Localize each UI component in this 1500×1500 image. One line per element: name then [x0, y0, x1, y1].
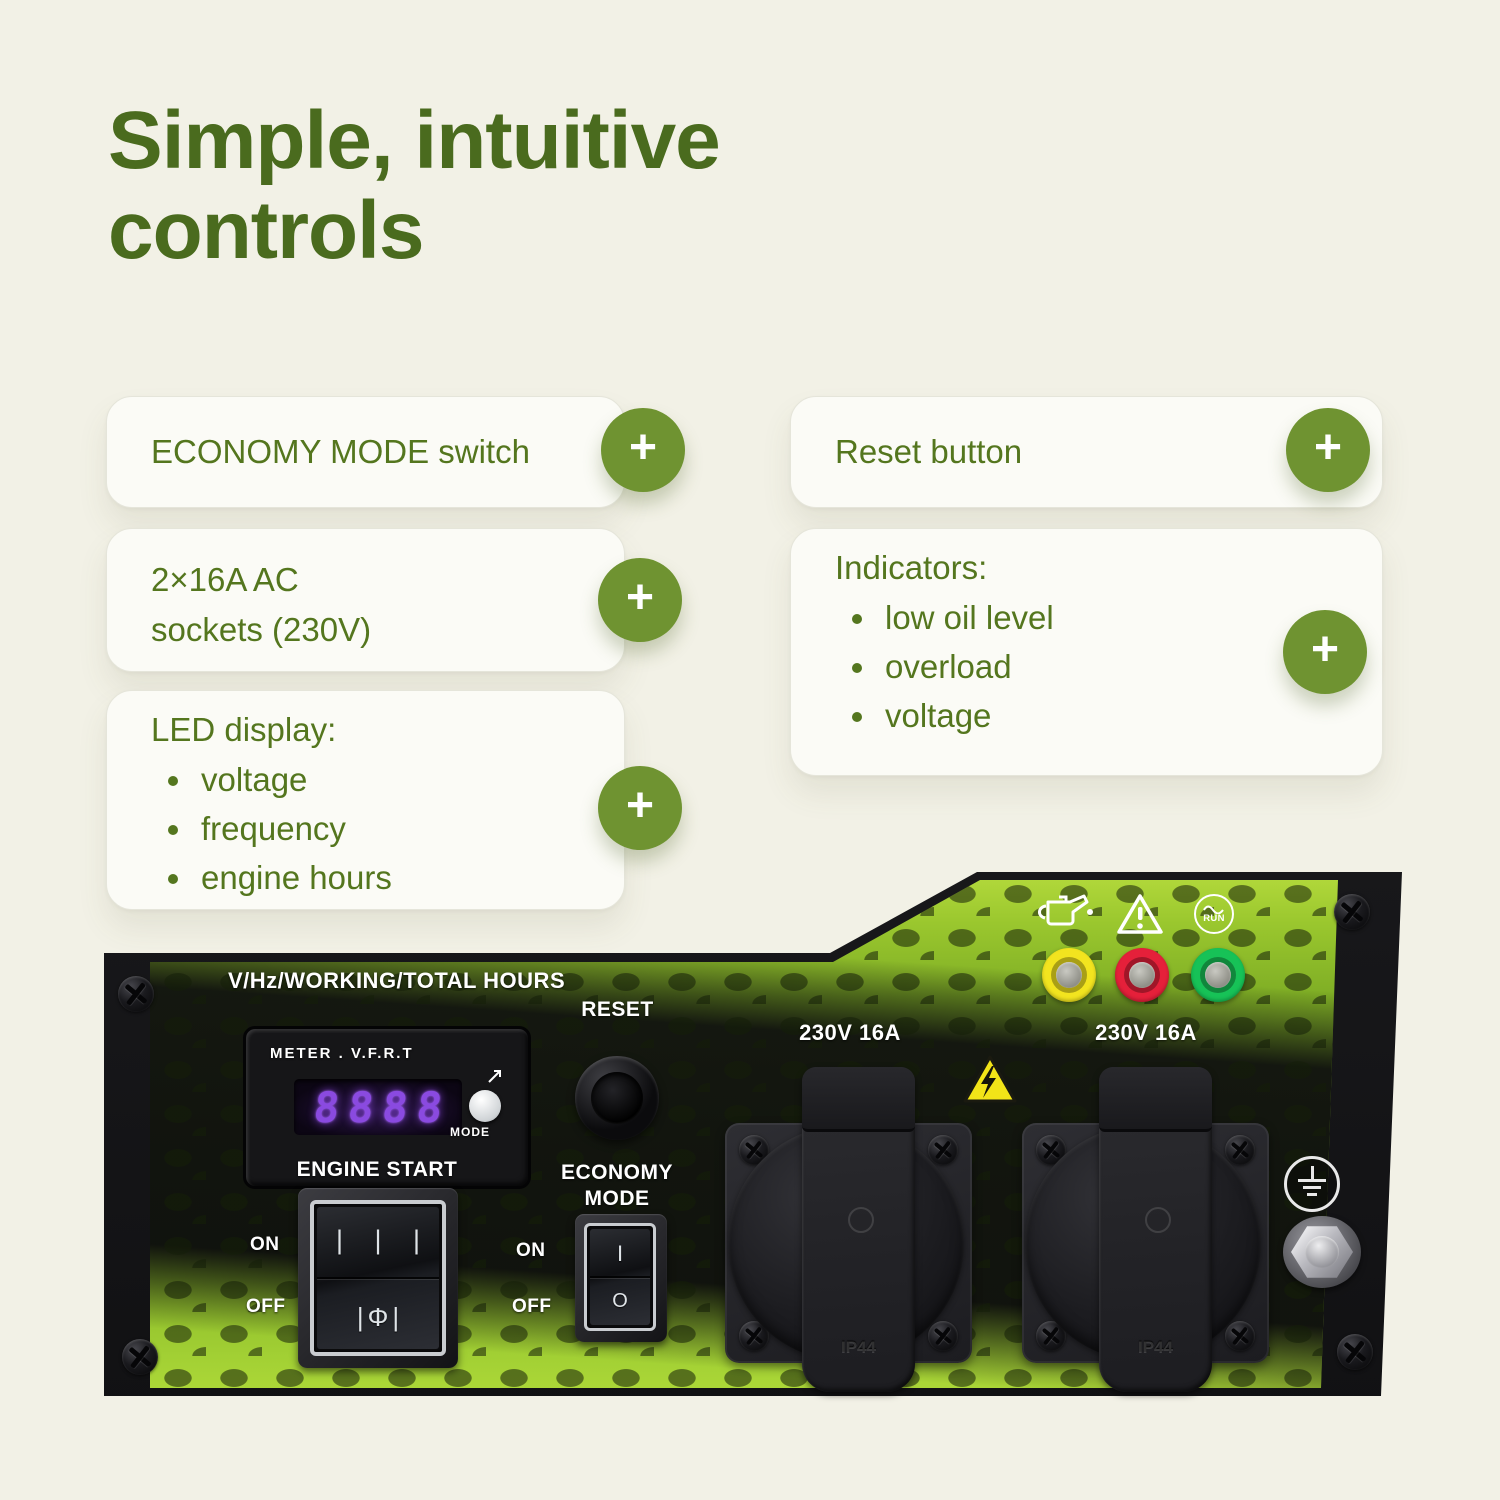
- socket-lid: IP44: [1099, 1067, 1212, 1392]
- reset-pushbutton: [575, 1056, 659, 1140]
- mode-button: [469, 1090, 501, 1122]
- socket-lid-marking: IP44: [1138, 1338, 1173, 1357]
- screw-icon: [1334, 894, 1370, 930]
- indicators-list: low oil level overload voltage: [855, 593, 1382, 740]
- card-led-display[interactable]: LED display: voltage frequency engine ho…: [106, 690, 625, 910]
- ac-socket-right: IP44: [1022, 1067, 1269, 1392]
- card-economy-mode-switch[interactable]: ECONOMY MODE switch: [106, 396, 625, 508]
- engine-start-label: ENGINE START: [296, 1158, 458, 1181]
- ground-icon: [1284, 1156, 1340, 1212]
- card-reset-button-label: Reset button: [835, 433, 1023, 470]
- engine-start-switch: | | | |Φ|: [298, 1188, 458, 1368]
- screw-icon: [1225, 1321, 1255, 1351]
- expand-indicators-button[interactable]: +: [1283, 610, 1367, 694]
- ground-terminal-bolt: [1283, 1216, 1361, 1288]
- screw-icon: [122, 1339, 158, 1375]
- meter-label: METER . V.F.R.T: [270, 1045, 414, 1062]
- list-item: voltage: [879, 691, 1382, 740]
- run-light: [1191, 948, 1245, 1002]
- mode-label: MODE: [450, 1125, 490, 1139]
- high-voltage-warning-icon: [963, 1055, 1017, 1103]
- rocker-mark-off: O: [612, 1290, 628, 1312]
- plus-icon: +: [1313, 421, 1343, 474]
- expand-led-display-button[interactable]: +: [598, 766, 682, 850]
- low-oil-icon: [1038, 894, 1093, 926]
- card-ac-sockets-line2: sockets (230V): [151, 611, 372, 648]
- switch-rim: | | | |Φ|: [310, 1200, 446, 1356]
- card-indicators-title: Indicators:: [835, 549, 988, 586]
- card-led-display-title: LED display:: [151, 711, 337, 748]
- rocker-mark-top: | | |: [335, 1225, 433, 1255]
- socket-lid-marking: IP44: [841, 1338, 876, 1357]
- plus-icon: +: [625, 779, 655, 832]
- socket-lid-logo: [1144, 1207, 1171, 1233]
- led-digits: 8888: [311, 1082, 454, 1132]
- card-ac-sockets[interactable]: 2×16A AC sockets (230V): [106, 528, 625, 672]
- overload-warning-icon: [1117, 894, 1163, 934]
- card-ac-sockets-line1: 2×16A AC: [151, 561, 299, 598]
- panel-header-label: V/Hz/WORKING/TOTAL HOURS: [228, 968, 566, 993]
- wave-icon: [1203, 905, 1224, 914]
- page-title-line1: Simple, intuitive: [108, 95, 721, 186]
- socket-lid: IP44: [802, 1067, 915, 1392]
- economy-mode-label: ECONOMY MODE: [560, 1161, 673, 1210]
- switch-rim: I O: [584, 1223, 656, 1331]
- socket-lid-hinge: [1099, 1067, 1212, 1132]
- list-item: low oil level: [879, 593, 1382, 642]
- expand-ac-sockets-button[interactable]: +: [598, 558, 682, 642]
- socket-right-label: 230V 16A: [1095, 1020, 1197, 1045]
- low-oil-light: [1042, 948, 1096, 1002]
- screw-icon: [1337, 1334, 1373, 1370]
- expand-reset-button[interactable]: +: [1286, 408, 1370, 492]
- card-reset-button[interactable]: Reset button: [790, 396, 1383, 508]
- socket-left-label: 230V 16A: [799, 1020, 901, 1045]
- card-economy-mode-switch-label: ECONOMY MODE switch: [151, 433, 530, 470]
- plus-icon: +: [628, 421, 658, 474]
- led-display: 8888: [294, 1079, 462, 1135]
- screw-icon: [1225, 1135, 1255, 1165]
- reset-label: RESET: [581, 998, 654, 1021]
- engine-on-label: ON: [250, 1234, 280, 1255]
- screw-icon: [928, 1321, 958, 1351]
- list-item: engine hours: [195, 853, 624, 902]
- list-item: frequency: [195, 804, 624, 853]
- list-item: voltage: [195, 755, 624, 804]
- rocker-mark-on: I: [616, 1241, 624, 1266]
- economy-off-label: OFF: [512, 1296, 552, 1317]
- ac-socket-left: IP44: [725, 1067, 972, 1392]
- plus-icon: +: [625, 571, 655, 624]
- economy-mode-switch: I O: [575, 1214, 667, 1342]
- rocker-mark-bottom: |Φ|: [356, 1302, 404, 1332]
- expand-economy-mode-button[interactable]: +: [601, 408, 685, 492]
- run-voltage-icon: RUN: [1194, 894, 1234, 934]
- socket-lid-hinge: [802, 1067, 915, 1132]
- page-title-line2: controls: [108, 185, 424, 277]
- meter-module: METER . V.F.R.T 8888 MODE: [243, 1026, 531, 1189]
- page-title: Simple, intuitive controls: [108, 95, 721, 277]
- switch-rocker: | | | |Φ|: [317, 1207, 439, 1349]
- socket-lid-logo: [847, 1207, 874, 1233]
- switch-rocker: I O: [590, 1229, 650, 1325]
- bolt-core: [1305, 1236, 1339, 1268]
- list-item: overload: [879, 642, 1382, 691]
- press-arrow-icon: [488, 1070, 501, 1083]
- reset-pushbutton-cap: [591, 1072, 643, 1124]
- overload-light: [1115, 948, 1169, 1002]
- economy-on-label: ON: [516, 1240, 546, 1261]
- screw-icon: [928, 1135, 958, 1165]
- engine-off-label: OFF: [246, 1296, 286, 1317]
- led-display-list: voltage frequency engine hours: [171, 755, 624, 902]
- plus-icon: +: [1310, 623, 1340, 676]
- screw-icon: [118, 976, 154, 1012]
